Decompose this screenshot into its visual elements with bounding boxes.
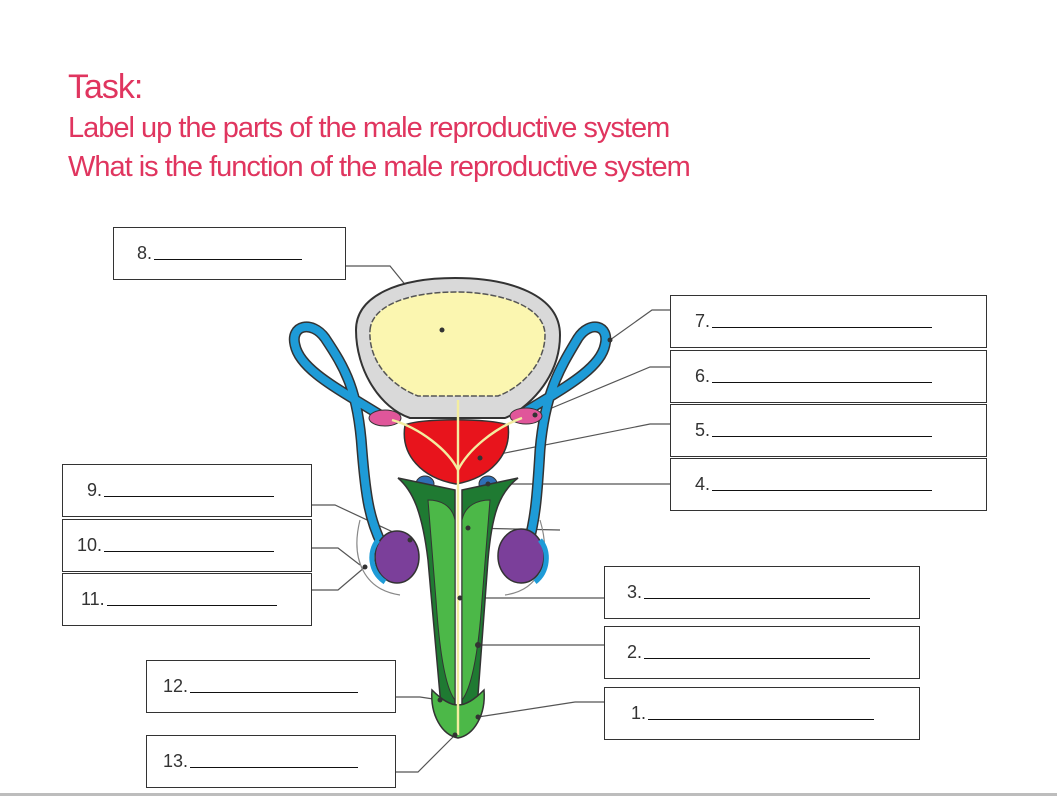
corpus-cavernosum-right <box>461 499 491 702</box>
label-number: 11. <box>81 589 105 609</box>
label-number: 12. <box>163 676 189 696</box>
leader-line-1 <box>477 701 605 718</box>
label-number: 7. <box>695 311 711 331</box>
corpus-cavernosum-left <box>427 499 456 702</box>
ejaculatory-duct-left <box>391 418 460 471</box>
label-number: 13. <box>163 751 189 771</box>
task-instruction-label: Label up the parts of the male reproduct… <box>68 112 670 144</box>
label-box-1[interactable]: 1. <box>604 687 920 740</box>
label-box-8[interactable]: 8. <box>113 227 346 280</box>
bottom-rule <box>0 793 1057 796</box>
leader-line-6 <box>534 366 672 416</box>
leader-line-11 <box>312 566 366 591</box>
label-number: 6. <box>695 366 711 386</box>
label-number: 2. <box>627 642 643 662</box>
label-number: 5. <box>695 420 711 440</box>
label-box-3[interactable]: 3. <box>604 566 920 619</box>
label-box-6[interactable]: 6. <box>670 350 987 403</box>
prostate-gland <box>403 419 510 485</box>
label-number: 3. <box>627 582 643 602</box>
task-title: Task: <box>68 68 143 106</box>
label-box-9[interactable]: 9. <box>62 464 312 517</box>
label-number: 9. <box>87 480 103 500</box>
label-box-7[interactable]: 7. <box>670 295 987 348</box>
label-box-10[interactable]: 10. <box>62 519 312 572</box>
seminal-vesicle-left <box>368 409 402 427</box>
leader-line-9 <box>312 504 411 541</box>
label-number: 8. <box>137 243 153 263</box>
label-box-12[interactable]: 12. <box>146 660 396 713</box>
leader-line-13 <box>396 734 456 773</box>
label-box-13[interactable]: 13. <box>146 735 396 788</box>
testis-left <box>374 530 420 584</box>
label-number: 4. <box>695 474 711 494</box>
leader-line-7 <box>609 309 672 341</box>
ejaculatory-duct-right <box>456 416 523 471</box>
label-number: 1. <box>631 703 647 723</box>
label-box-2[interactable]: 2. <box>604 626 920 679</box>
testis-right <box>497 528 545 584</box>
leader-line-10 <box>312 547 361 566</box>
task-instruction-function: What is the function of the male reprodu… <box>68 151 691 183</box>
label-number: 10. <box>77 535 103 555</box>
label-box-11[interactable]: 11. <box>62 573 312 626</box>
label-box-5[interactable]: 5. <box>670 404 987 457</box>
bladder-inner <box>369 291 546 397</box>
label-box-4[interactable]: 4. <box>670 458 987 511</box>
